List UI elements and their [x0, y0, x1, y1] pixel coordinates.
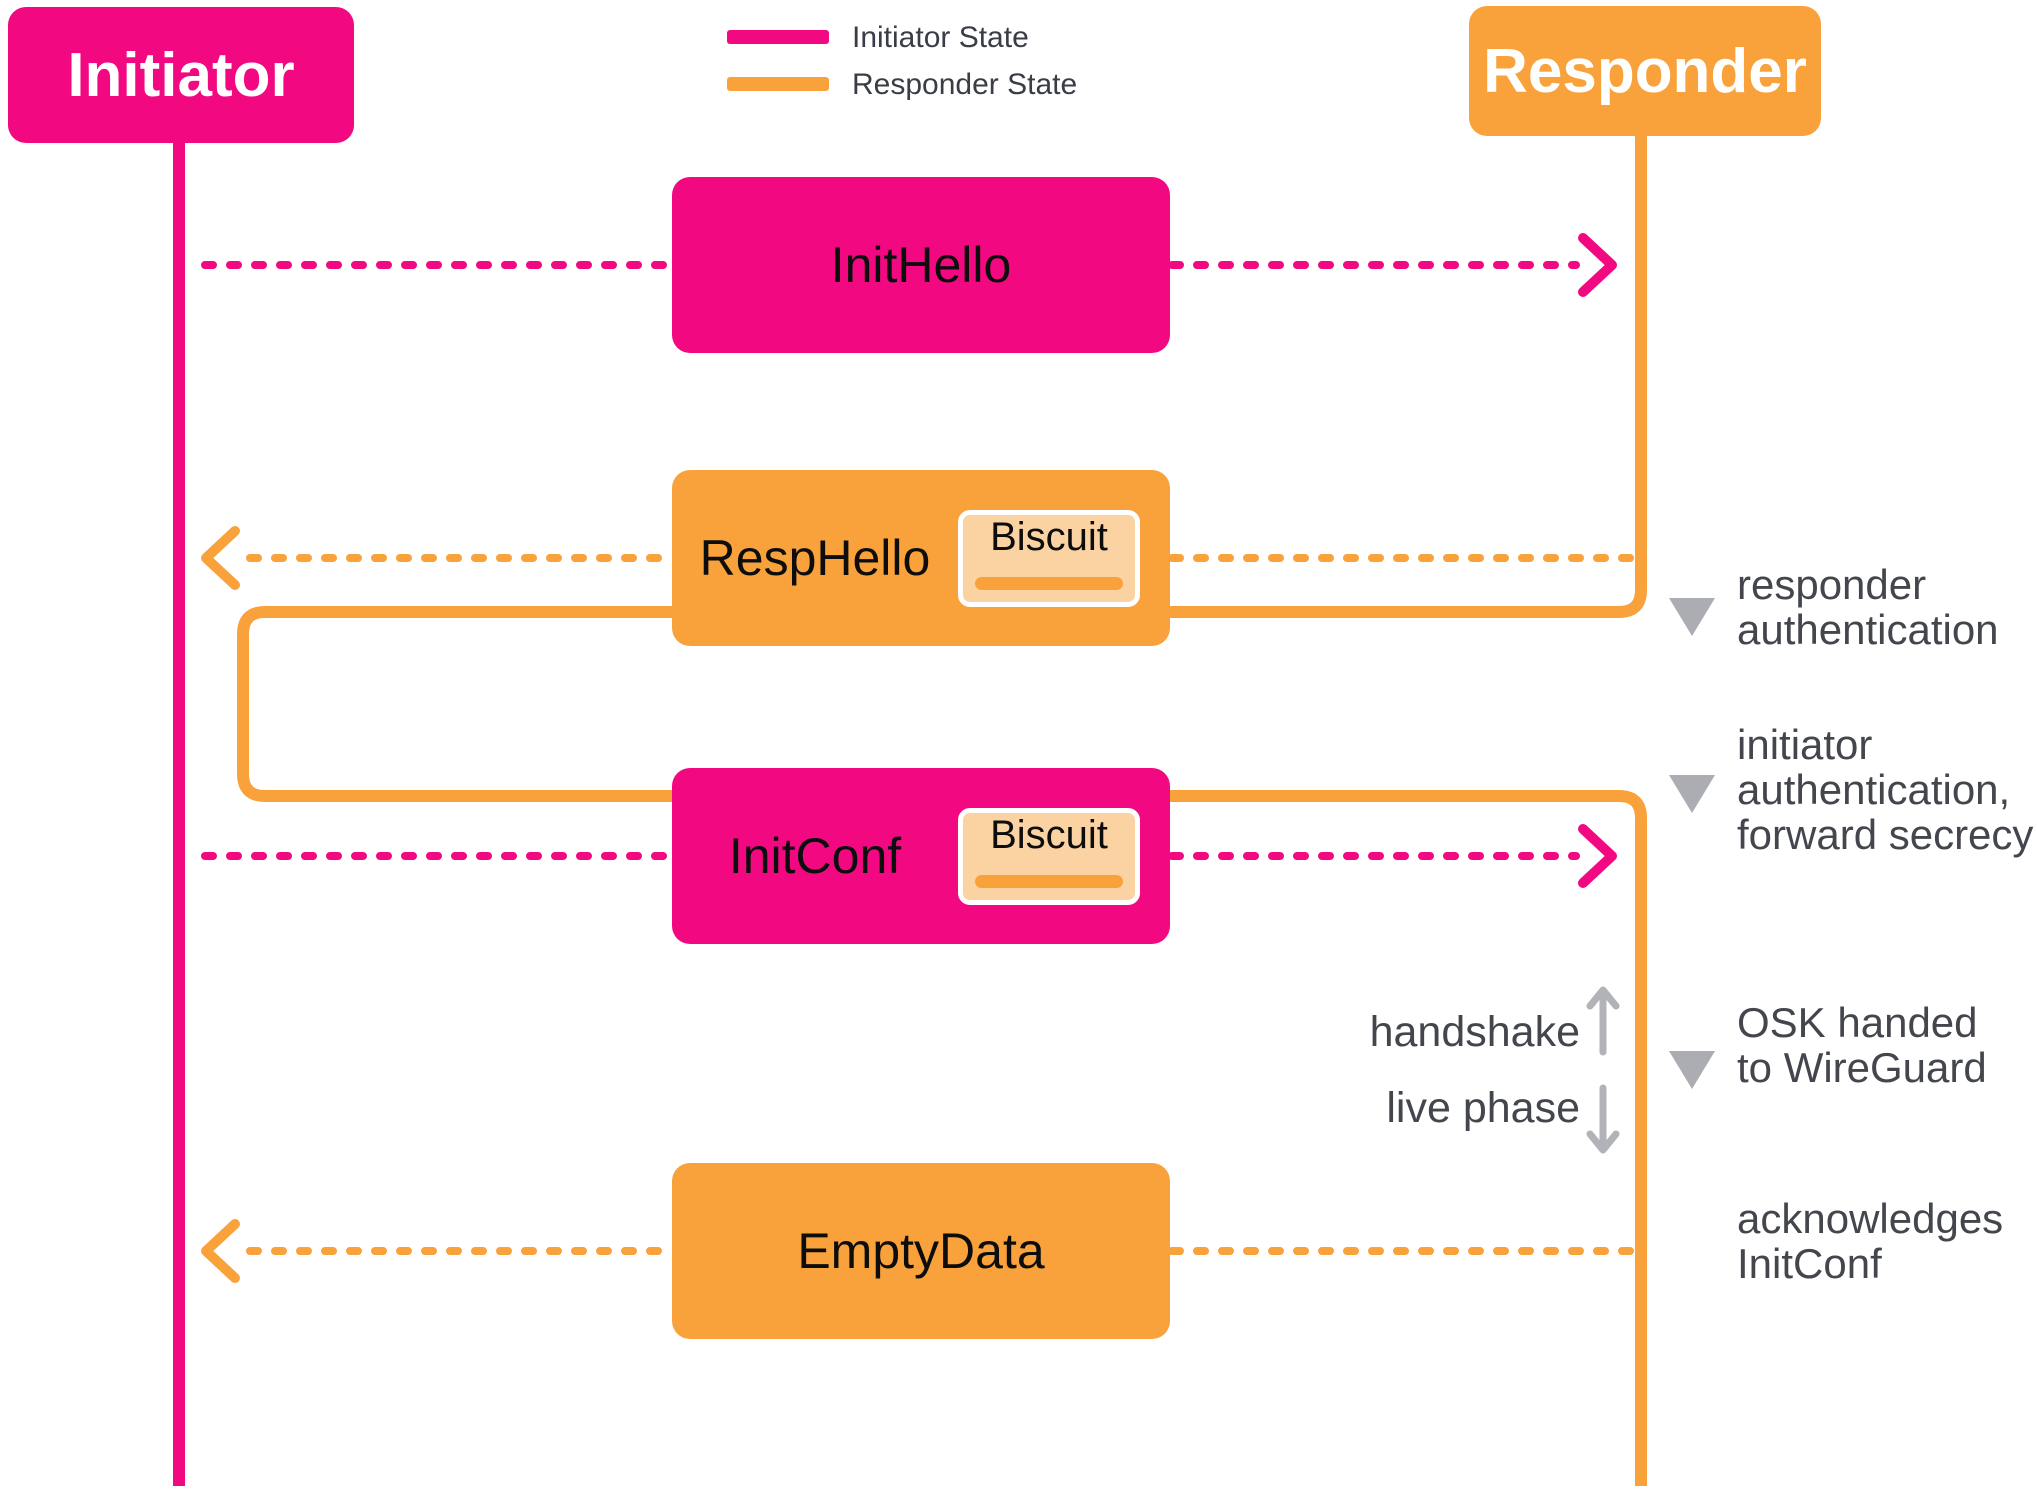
annotation-line: InitConf — [1737, 1240, 1882, 1287]
legend-initiator-state-label: Initiator State — [852, 21, 1029, 54]
initiator-authentication-annotation: initiator authentication, forward secrec… — [1737, 722, 2033, 857]
handshake-phase-label: handshake — [1369, 1008, 1580, 1056]
inithello-arrowhead-icon — [1578, 233, 1617, 297]
responder-authentication-annotation: responder authentication — [1737, 562, 1999, 652]
inithello-label: InitHello — [830, 237, 1012, 293]
annotation-line: authentication, — [1737, 766, 2011, 813]
annotation-line: initiator — [1737, 721, 1873, 768]
handshake-up-arrow-icon — [1586, 986, 1620, 1056]
emptydata-message-box: EmptyData — [672, 1163, 1170, 1339]
initiator-actor-box: Initiator — [8, 7, 354, 143]
initconf-biscuit-label: Biscuit — [990, 812, 1108, 857]
initconf-biscuit-box: Biscuit — [958, 807, 1140, 905]
initconf-label: InitConf — [728, 828, 902, 884]
osk-annotation: OSK handed to WireGuard — [1737, 1000, 1987, 1090]
annotation-line: OSK handed — [1737, 999, 1978, 1046]
acknowledges-initconf-annotation: acknowledges InitConf — [1737, 1196, 2003, 1286]
responder-actor-box: Responder — [1469, 6, 1821, 136]
legend-initiator-state-swatch — [727, 30, 829, 44]
responder-authentication-triangle-icon — [1669, 598, 1715, 636]
annotation-line: to WireGuard — [1737, 1044, 1987, 1091]
initiator-authentication-triangle-icon — [1669, 775, 1715, 813]
inithello-message-box: InitHello — [672, 177, 1170, 353]
initconf-message-box: InitConf Biscuit — [672, 768, 1170, 944]
initconf-biscuit-state-bar — [975, 874, 1123, 888]
resphello-biscuit-box: Biscuit — [958, 509, 1140, 607]
resphello-biscuit-state-bar — [975, 576, 1123, 590]
live-phase-label: live phase — [1386, 1084, 1580, 1132]
annotation-line: responder — [1737, 561, 1927, 608]
resphello-label: RespHello — [699, 530, 931, 586]
legend-responder-state-label: Responder State — [852, 68, 1078, 101]
osk-triangle-icon — [1669, 1051, 1715, 1089]
live-phase-down-arrow-icon — [1586, 1084, 1620, 1154]
annotation-line: forward secrecy — [1737, 811, 2034, 858]
resphello-arrowhead-icon — [201, 526, 240, 590]
emptydata-arrowhead-icon — [201, 1219, 240, 1283]
emptydata-label: EmptyData — [797, 1223, 1045, 1279]
annotation-line: acknowledges — [1737, 1195, 2004, 1242]
initconf-arrowhead-icon — [1578, 824, 1617, 888]
resphello-message-box: RespHello Biscuit — [672, 470, 1170, 646]
resphello-biscuit-label: Biscuit — [990, 514, 1108, 559]
annotation-line: authentication — [1737, 606, 1999, 653]
legend-responder-state-swatch — [727, 77, 829, 91]
responder-state-path — [237, 130, 1647, 1486]
